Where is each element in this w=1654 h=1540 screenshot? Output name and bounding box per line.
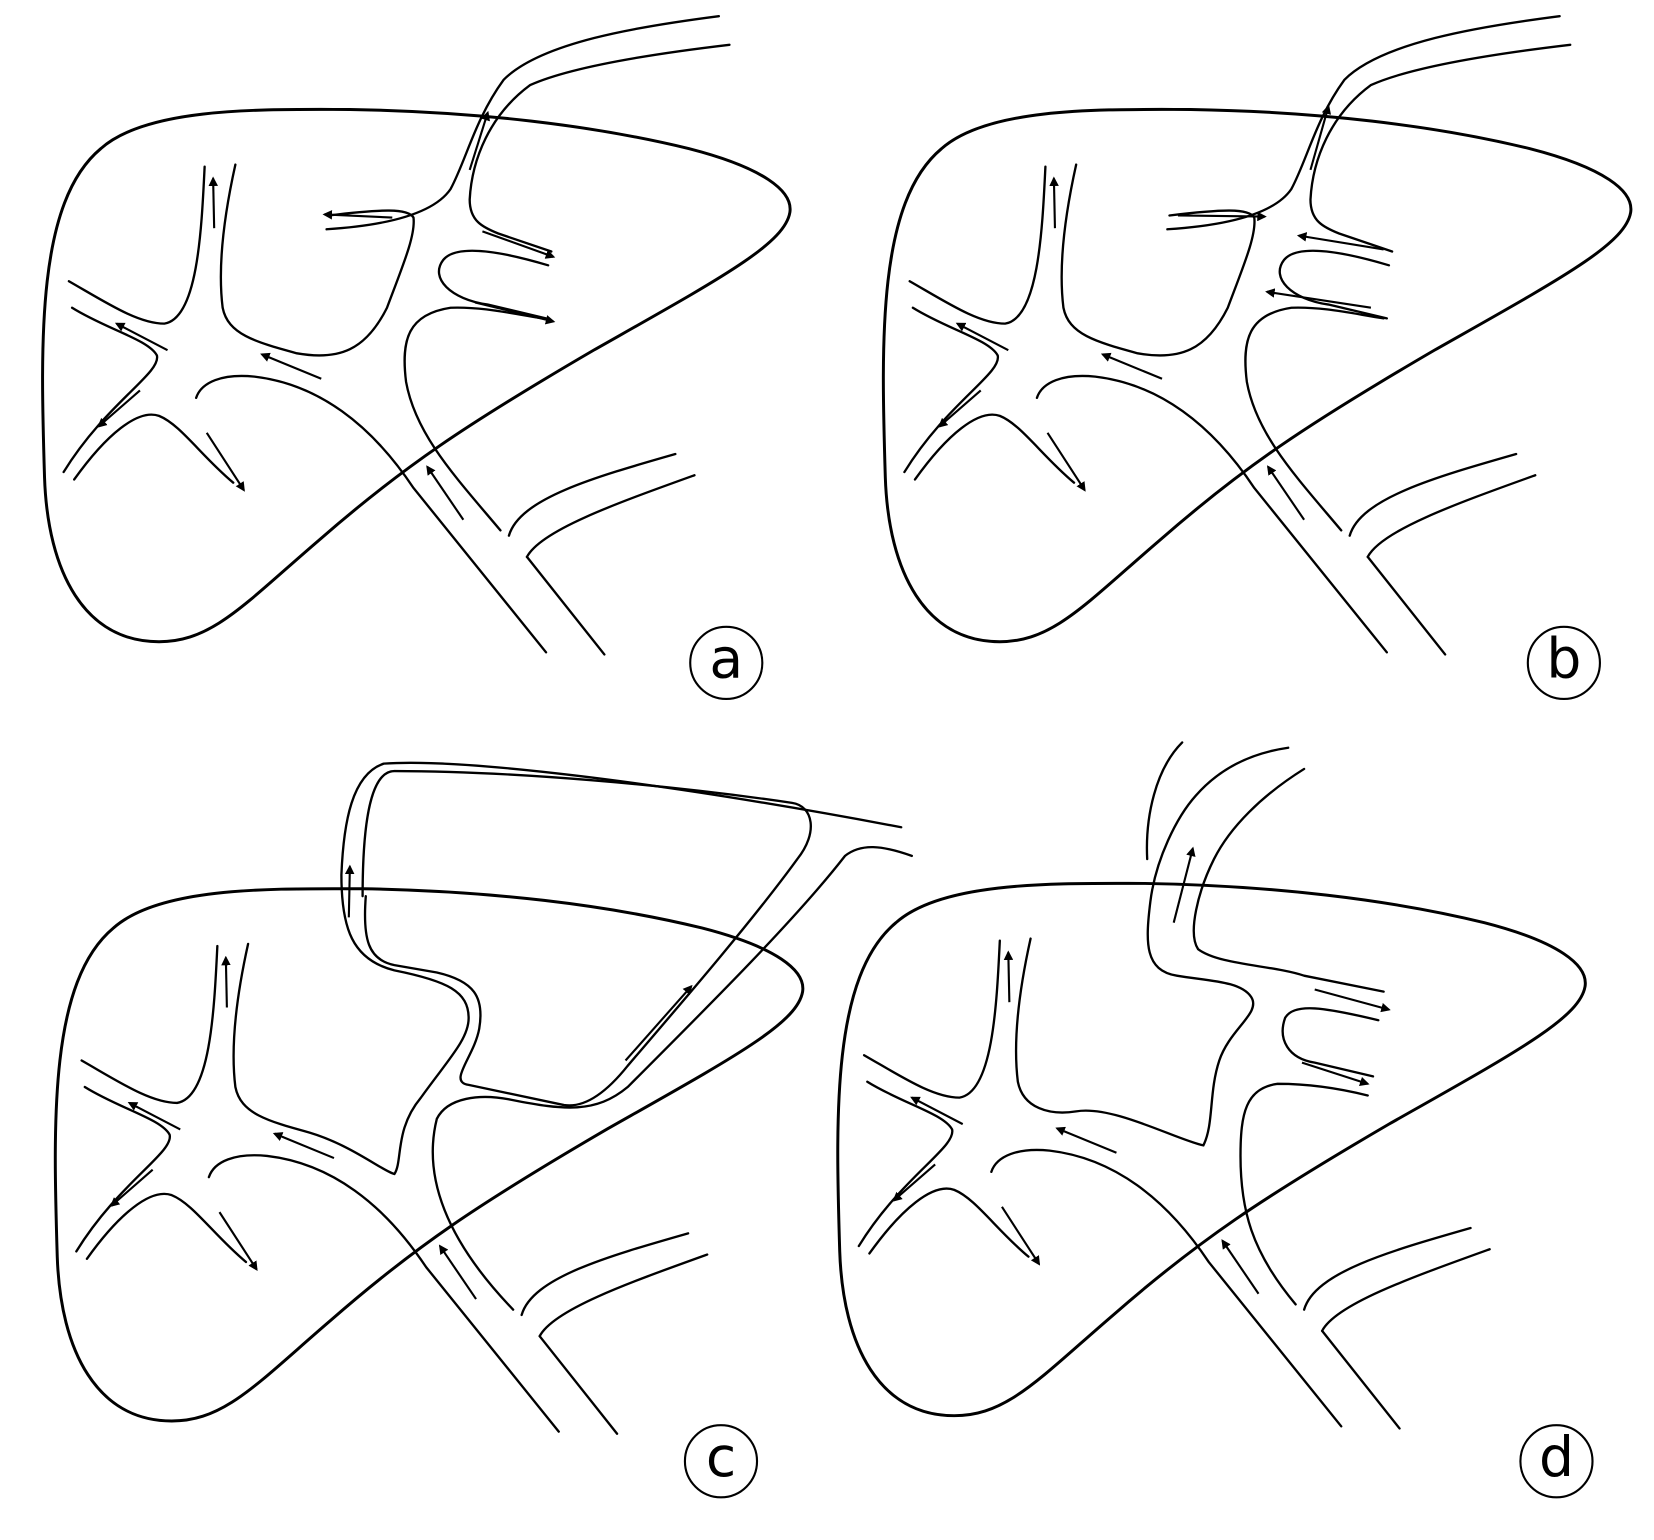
- panel-label-d: d: [1519, 1424, 1594, 1499]
- panel-label-b: b: [1526, 625, 1601, 701]
- label-c: c: [706, 1426, 736, 1490]
- label-a: a: [709, 628, 743, 692]
- panel-label-a: a: [689, 625, 764, 701]
- panel-b: b: [881, 14, 1633, 701]
- panel-d: d: [836, 741, 1594, 1499]
- panel-label-c: c: [683, 1424, 759, 1499]
- label-d: d: [1539, 1426, 1574, 1490]
- panel-c: c: [53, 761, 913, 1499]
- panel-a: a: [41, 14, 792, 701]
- label-b: b: [1546, 628, 1581, 692]
